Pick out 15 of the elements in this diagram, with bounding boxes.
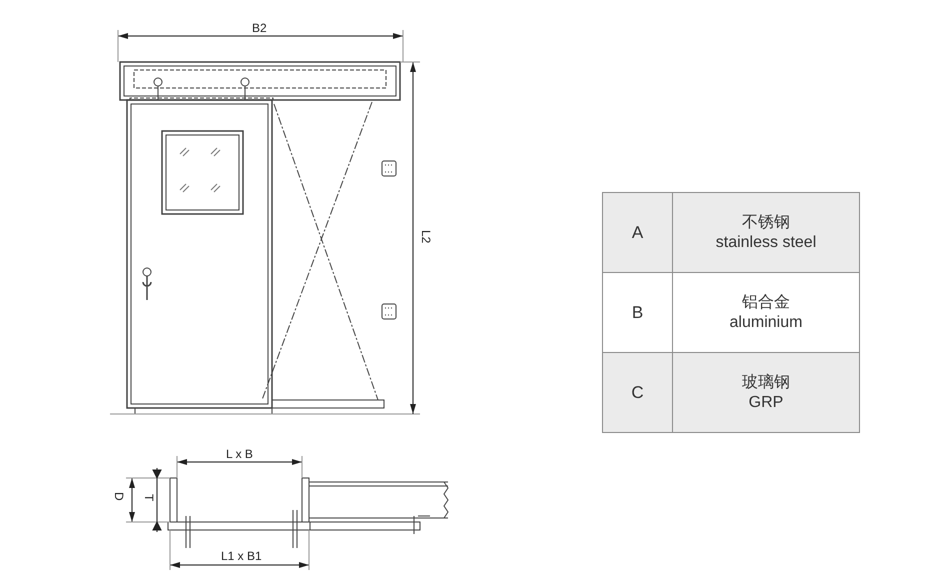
material-name-english: stainless steel bbox=[716, 232, 816, 252]
row-letter: B bbox=[632, 302, 644, 322]
material-name-chinese: 不锈钢 bbox=[742, 212, 790, 232]
material-name-english: GRP bbox=[748, 392, 784, 412]
material-name-chinese: 玻璃钢 bbox=[742, 372, 790, 392]
dimension-label: D bbox=[112, 492, 126, 501]
row-letter: C bbox=[631, 382, 644, 402]
dimension-label: L x B bbox=[226, 447, 253, 461]
material-name-chinese: 铝合金 bbox=[742, 292, 790, 312]
dimension-label: L2 bbox=[419, 230, 433, 244]
dimension-label: L1 x B1 bbox=[221, 549, 262, 563]
dimension-label: B2 bbox=[252, 21, 267, 35]
dimension-label: T bbox=[142, 494, 156, 502]
material-name-english: aluminium bbox=[730, 312, 802, 332]
row-letter: A bbox=[632, 222, 644, 242]
